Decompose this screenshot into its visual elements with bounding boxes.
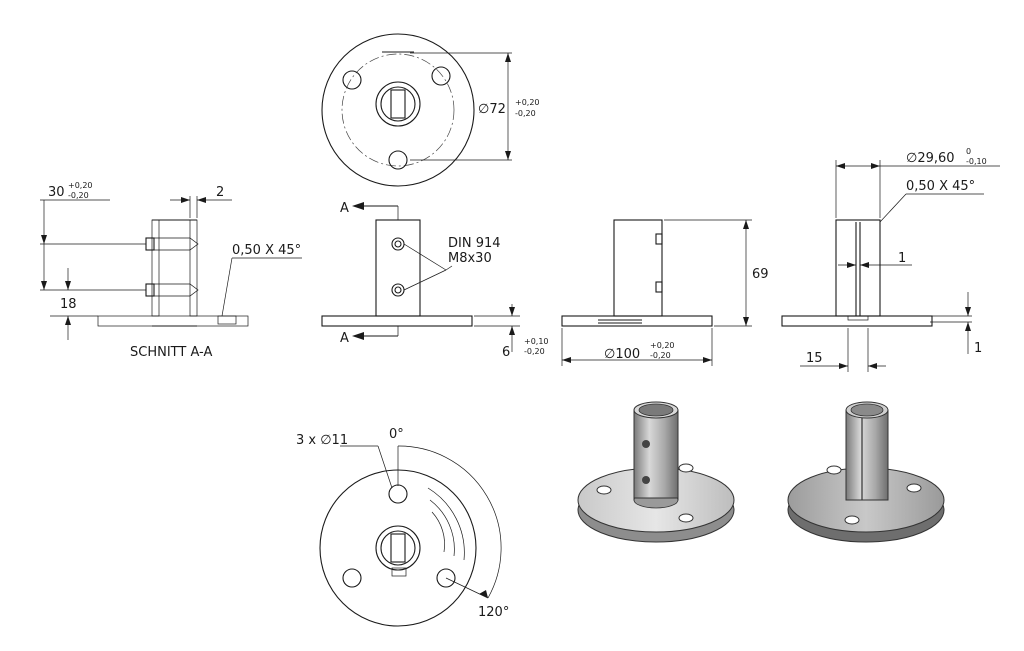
holes-label: 3 x ∅11 [296,433,348,448]
dim-6-tol-lower: -0,20 [524,347,545,356]
dim-30-tol-lower: -0,20 [68,191,89,200]
pcd-dim-tol-lower: -0,20 [515,109,536,118]
fastener-spec-line2: M8x30 [448,251,492,266]
right-chamfer-label: 0,50 X 45° [906,179,975,194]
pcd-dim-value: ∅72 [478,102,506,117]
section-marker-bottom: A [340,331,349,346]
slot-1-value: 1 [898,251,906,266]
dim-6-value: 6 [502,345,510,360]
fastener-spec-line1: DIN 914 [448,236,501,251]
dim-100-tol-lower: -0,20 [650,351,671,360]
angle-start-label: 0° [389,427,404,442]
bottom-view [319,445,502,627]
angle-end-label: 120° [478,605,509,620]
tube-dia-tol-upper: 0 [966,147,971,156]
side-view [561,219,752,366]
right-view [781,160,1000,372]
dim-2-value: 2 [216,185,224,200]
tube-dia-value: ∅29,60 [906,151,955,166]
dim-18-value: 18 [60,297,77,312]
dim-30-tol-upper: +0,20 [68,181,93,190]
dim-6-lines [474,304,520,352]
iso-view-2 [787,401,945,543]
front-view [321,202,473,340]
dim-100-value: ∅100 [604,347,640,362]
dim-69-value: 69 [752,267,769,282]
section-marker-top: A [340,201,349,216]
dim-100-tol-upper: +0,20 [650,341,675,350]
tube-dia-tol-lower: -0,10 [966,157,987,166]
iso-view-1 [577,401,735,543]
dim-6-tol-upper: +0,10 [524,337,549,346]
top-view [321,33,512,187]
width-15-value: 15 [806,351,823,366]
section-view [40,196,302,340]
gap-1-value: 1 [974,341,982,356]
section-title: SCHNITT A-A [130,345,212,360]
pcd-dim-tol-upper: +0,20 [515,98,540,107]
dim-30-value: 30 [48,185,65,200]
section-chamfer-label: 0,50 X 45° [232,243,301,258]
